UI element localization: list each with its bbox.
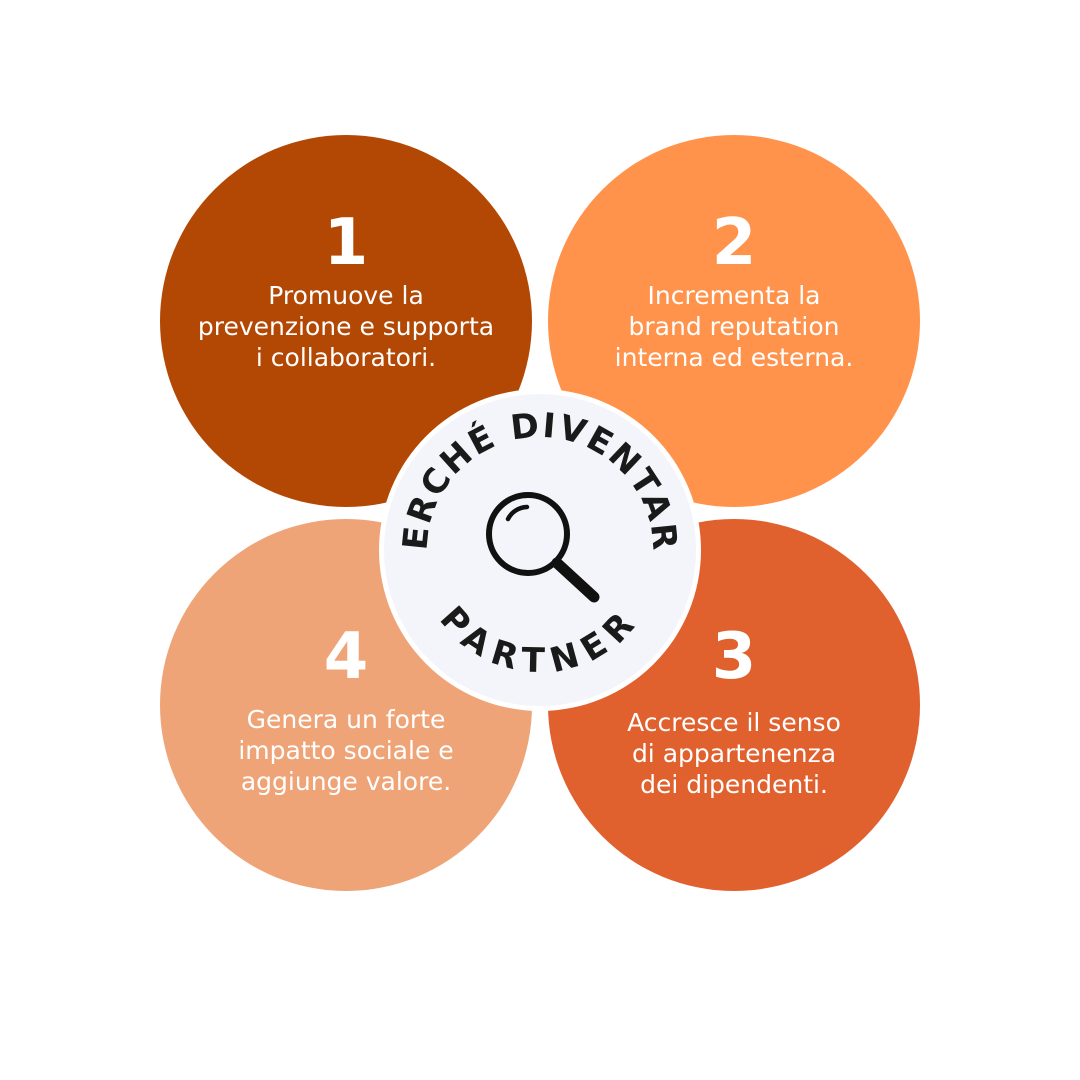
reason-text-line: Incrementa la: [647, 281, 821, 310]
reason-text-line: dei dipendenti.: [640, 770, 828, 799]
reason-text: Accresce il senso di appartenenza dei di…: [566, 707, 902, 800]
reason-number: 2: [711, 206, 757, 280]
badge-title-bottom: PARTNER: [432, 599, 649, 682]
center-badge-graphic: PERCHÉ DIVENTARE PARTNER: [384, 394, 685, 682]
reason-number: 1: [323, 206, 369, 280]
reason-number: 3: [711, 620, 757, 694]
reason-text: Incrementa la brand reputation interna e…: [566, 280, 902, 373]
center-badge: [384, 394, 696, 706]
reason-text-line: prevenzione e supporta: [197, 312, 495, 341]
reason-text-line: di appartenenza: [631, 739, 837, 768]
reason-circle-2: 2 Incrementa la brand reputation interna…: [548, 135, 920, 507]
reason-text-line: interna ed esterna.: [614, 343, 854, 372]
reason-text-line: brand reputation: [628, 312, 840, 341]
reason-number: 4: [323, 620, 369, 694]
magnifying-glass-icon: [486, 492, 600, 603]
reason-text-line: Genera un forte: [246, 705, 446, 734]
reason-text-line: aggiunge valore.: [240, 767, 452, 796]
reason-text-line: Accresce il senso: [627, 708, 841, 737]
badge-title-top: PERCHÉ DIVENTARE: [384, 394, 685, 553]
reason-text-line: i collaboratori.: [255, 343, 437, 372]
reason-text-line: impatto sociale e: [238, 736, 454, 765]
reason-circle-1: 1 Promuove la prevenzione e supporta i c…: [160, 135, 532, 507]
reason-text-line: Promuove la: [268, 281, 424, 310]
reason-text: Genera un forte impatto sociale e aggiun…: [178, 704, 514, 797]
reason-text: Promuove la prevenzione e supporta i col…: [178, 280, 514, 373]
